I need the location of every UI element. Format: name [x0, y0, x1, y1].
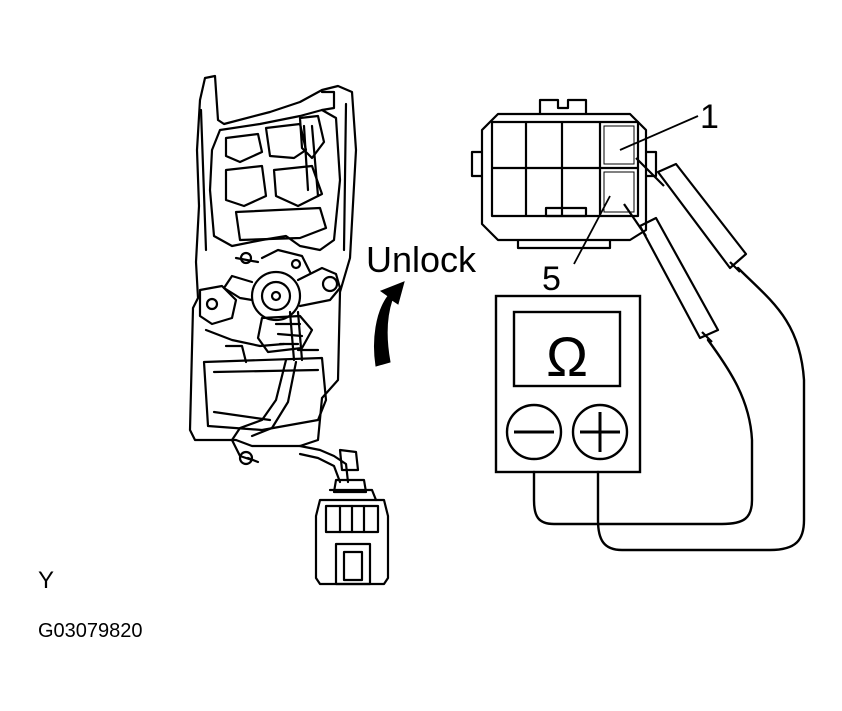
- terminal-1-label: 1: [700, 98, 719, 136]
- terminal-1: [603, 125, 635, 165]
- lock-connector: [470, 98, 658, 250]
- callout-line-1: [619, 115, 699, 151]
- unlock-label: Unlock: [366, 239, 477, 280]
- terminal-5: [603, 171, 635, 213]
- view-code: Y: [38, 567, 54, 594]
- plus-icon: [571, 403, 629, 461]
- meter-display: [512, 310, 622, 388]
- probe-upper: [635, 157, 748, 273]
- test-leads: [532, 266, 806, 552]
- ohmmeter: [494, 294, 642, 474]
- ohm-symbol: Ω: [546, 325, 588, 388]
- door-lock-assembly: [188, 74, 390, 586]
- terminal-5-label: 5: [542, 260, 561, 298]
- callout-line-5: [573, 195, 611, 265]
- curved-arrow-up-icon: [374, 281, 405, 367]
- minus-icon: [505, 403, 563, 461]
- probe-lower: [623, 203, 720, 343]
- figure-code: G03079820: [38, 620, 143, 642]
